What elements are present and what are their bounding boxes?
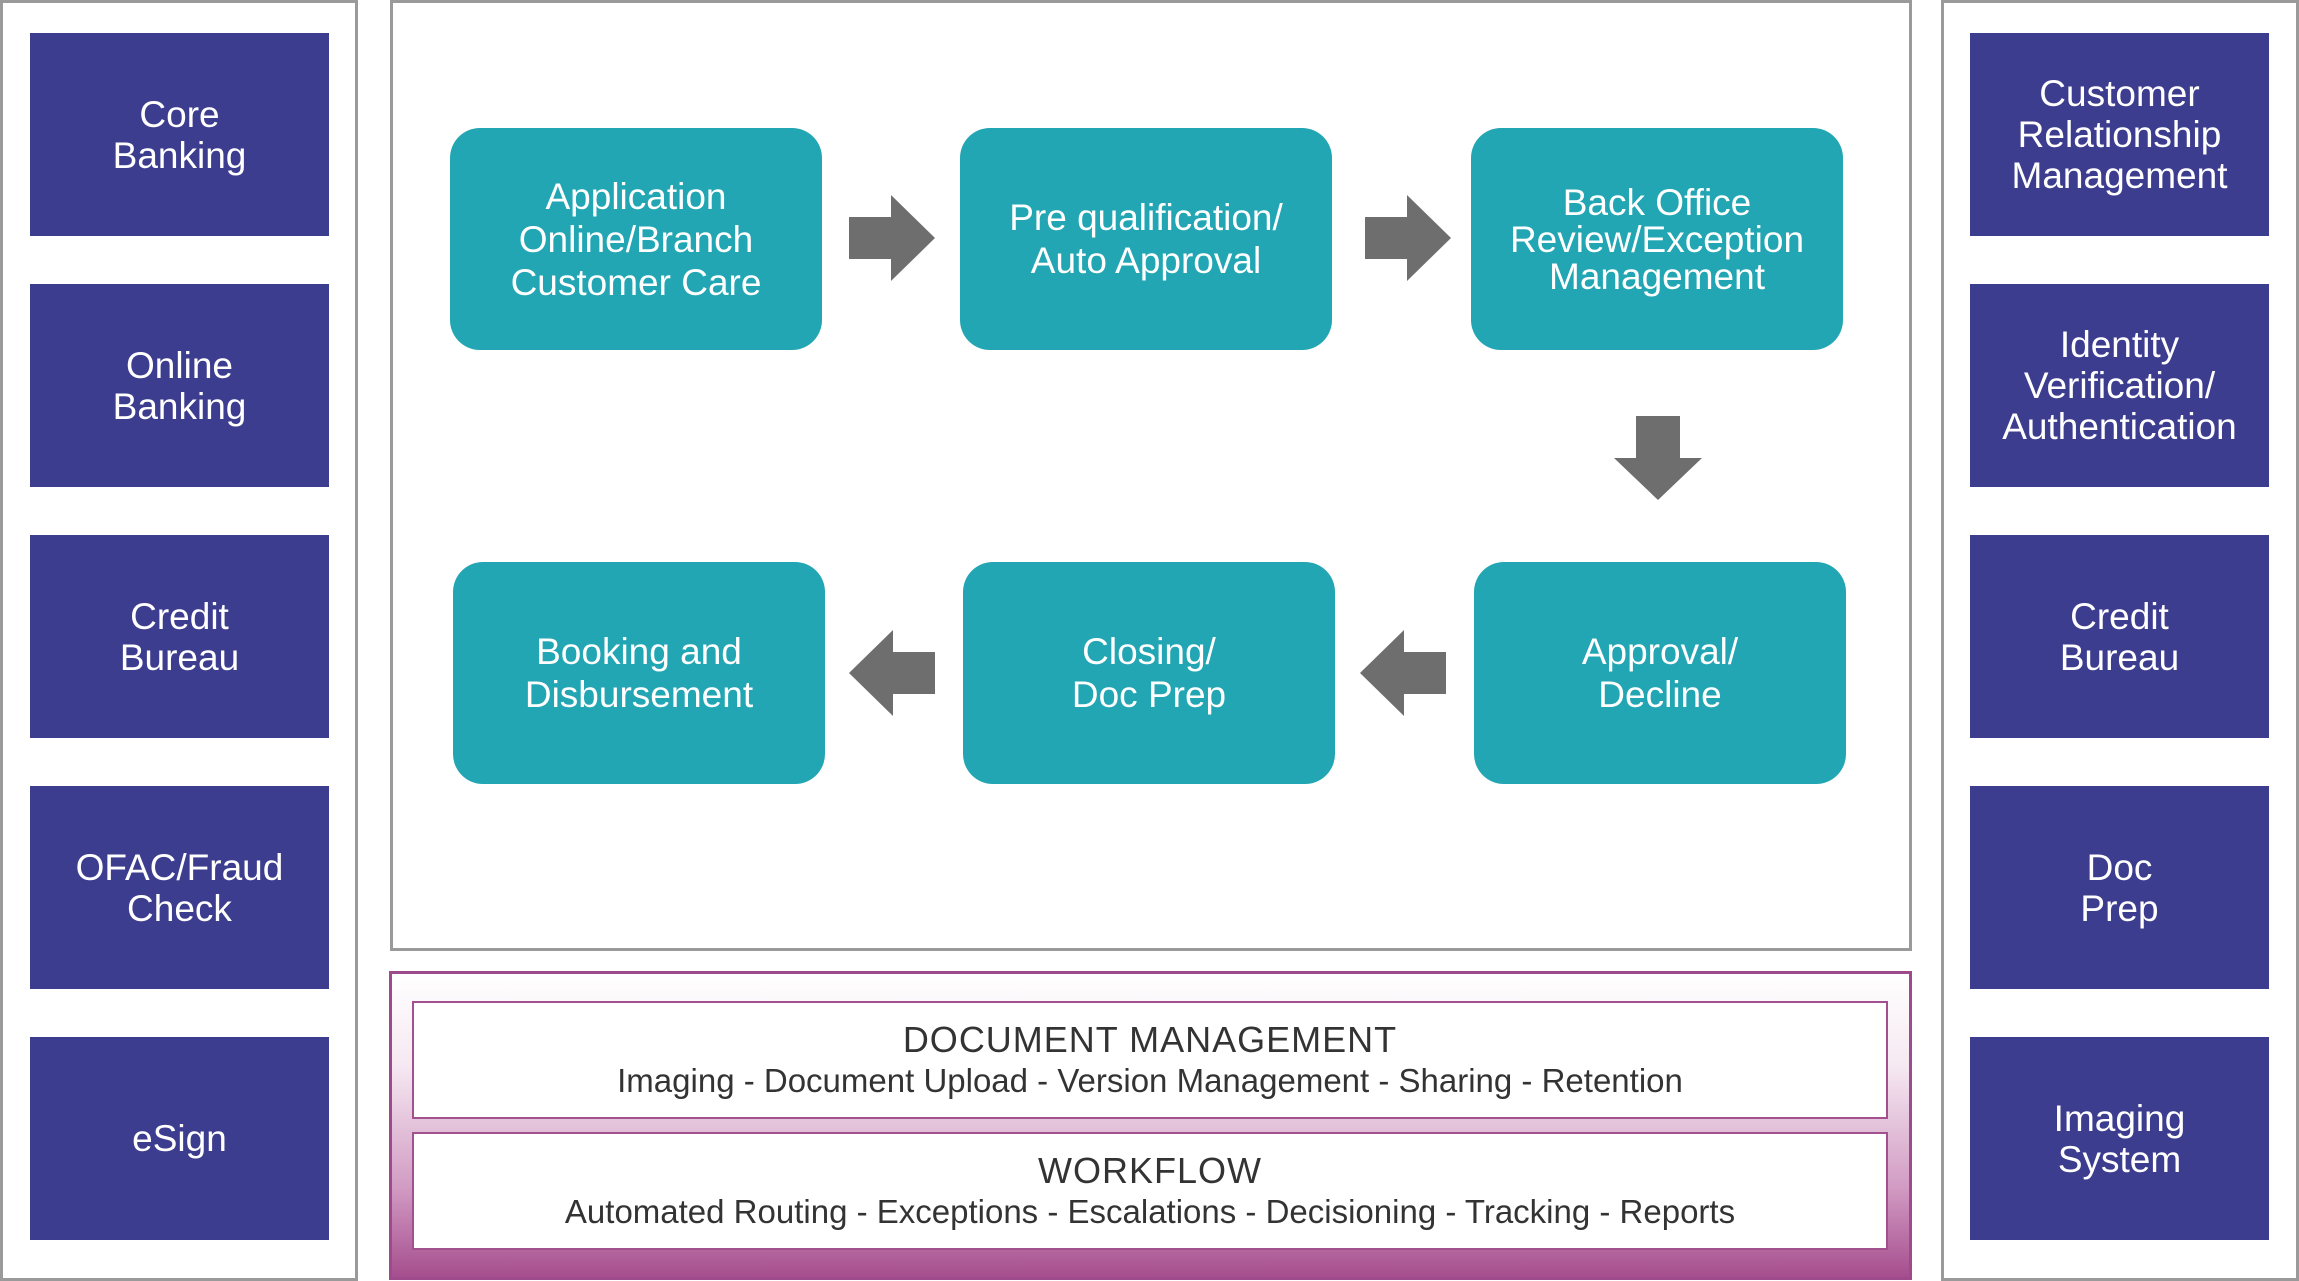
left-system-ofac-fraud-check: OFAC/Fraud Check — [30, 786, 329, 989]
right-system-credit-bureau: Credit Bureau — [1970, 535, 2269, 738]
document-management-row: DOCUMENT MANAGEMENT Imaging - Document U… — [412, 1001, 1888, 1119]
left-system-esign: eSign — [30, 1037, 329, 1240]
step-back-office-review: Back Office Review/Exception Management — [1471, 128, 1843, 350]
document-management-title: DOCUMENT MANAGEMENT — [902, 1019, 1398, 1060]
step-application: Application Online/Branch Customer Care — [450, 128, 822, 350]
arrow-right-icon — [849, 195, 935, 281]
workflow-title: WORKFLOW — [1038, 1150, 1262, 1191]
step-booking-disbursement: Booking and Disbursement — [453, 562, 825, 784]
arrow-right-icon — [1365, 195, 1451, 281]
left-system-online-banking: Online Banking — [30, 284, 329, 487]
document-management-features: Imaging - Document Upload - Version Mana… — [617, 1062, 1683, 1099]
workflow-row: WORKFLOW Automated Routing - Exceptions … — [412, 1132, 1888, 1250]
workflow-features: Automated Routing - Exceptions - Escalat… — [564, 1193, 1736, 1230]
left-system-core-banking: Core Banking — [30, 33, 329, 236]
platform-band: DOCUMENT MANAGEMENT Imaging - Document U… — [389, 971, 1912, 1280]
step-prequalification: Pre qualification/ Auto Approval — [960, 128, 1332, 350]
right-system-crm: Customer Relationship Management — [1970, 33, 2269, 236]
left-system-credit-bureau: Credit Bureau — [30, 535, 329, 738]
right-system-identity-verification: Identity Verification/ Authentication — [1970, 284, 2269, 487]
arrow-left-icon — [849, 630, 935, 716]
arrow-down-icon — [1614, 416, 1702, 500]
right-system-doc-prep: Doc Prep — [1970, 786, 2269, 989]
step-closing-doc-prep: Closing/ Doc Prep — [963, 562, 1335, 784]
right-system-imaging-system: Imaging System — [1970, 1037, 2269, 1240]
arrow-left-icon — [1360, 630, 1446, 716]
step-approval-decline: Approval/ Decline — [1474, 562, 1846, 784]
